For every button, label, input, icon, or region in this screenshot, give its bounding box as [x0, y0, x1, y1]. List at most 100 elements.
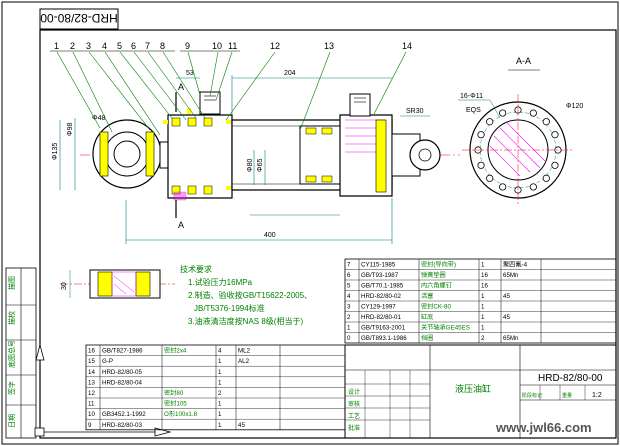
dim-48: Φ48: [92, 115, 105, 122]
dim-phi135: Φ135: [52, 143, 59, 160]
dim-phi120: Φ120: [566, 103, 583, 110]
dim-30: 30: [61, 282, 68, 290]
bom-cell-no: 3: [347, 304, 351, 311]
note-line: 1.试验压力16MPa: [188, 277, 253, 287]
bom-cell-name: 活塞: [421, 292, 433, 300]
bom-cell-code: GB/T893.1-1986: [361, 335, 407, 342]
bolt-hole: [551, 131, 559, 139]
bolt-hole: [529, 109, 537, 117]
bom-cell-name: 挡圈: [421, 334, 433, 342]
bom-cell-qty: 1: [481, 314, 485, 321]
bom-cell-qty: 16: [481, 283, 488, 290]
bom-cell-no: 2: [347, 314, 351, 321]
bom-cell-mat: 45: [238, 422, 245, 429]
bom-cell-qty: 2: [481, 335, 485, 342]
bom-cell-code: GB/T9163-2001: [361, 325, 406, 332]
bolt-hole: [486, 174, 494, 182]
bom-cell-qty: 1: [218, 358, 222, 365]
bom-cell-name: 密封105: [164, 400, 187, 408]
balloon-5: 5: [117, 41, 122, 51]
bom-cell-mat: 65Mn: [503, 272, 519, 279]
bom-cell-code: G-P: [102, 358, 113, 365]
balloon-10: 10: [212, 41, 222, 51]
piston: [299, 125, 341, 185]
bom-cell-no: 4: [347, 293, 351, 300]
balloon-14: 14: [402, 41, 412, 51]
bom-cell-qty: 1: [218, 411, 222, 418]
side-label: 日期: [8, 414, 16, 428]
balloon-13: 13: [324, 41, 334, 51]
drawing-code: HRD-82/80-00: [538, 373, 603, 384]
bom-row: 5 GB/T70.1-1985 内六角螺钉 16: [347, 282, 488, 290]
drawing-frame: [39, 29, 617, 439]
balloon-12: 12: [270, 41, 280, 51]
bom-cell-code: HRD-82/80-02: [361, 293, 401, 300]
bom-cell-name: 缸底: [421, 313, 433, 321]
flange-hatch: [489, 121, 547, 177]
bom-cell-no: 5: [347, 283, 351, 290]
bom-cell-no: 14: [88, 369, 95, 376]
end-cap: [339, 114, 393, 197]
bom-cell-qty: 1: [481, 293, 485, 300]
bom-cell-name: 内六角螺钉: [421, 282, 452, 290]
balloon-3: 3: [86, 41, 91, 51]
rear-clevis: [391, 133, 421, 177]
axis-marker: [34, 343, 172, 437]
dim-sr30: SR30: [406, 108, 424, 115]
bom-cell-no: 9: [88, 422, 92, 429]
balloon-4: 4: [102, 41, 107, 51]
bom-cell-code: HRD-82/80-01: [361, 314, 401, 321]
side-strip: 描图 描校 底图总号 签字 日期: [5, 267, 37, 439]
title-box: [39, 8, 119, 30]
title-block: 设计 审核 工艺 批准 液压油缸 HRD-82/80-00 1:2 阶段标记 重…: [344, 344, 617, 439]
bom-cell-no: 10: [88, 411, 95, 418]
dim-eqs: EQS: [466, 107, 481, 114]
technical-notes: 技术要求 1.试验压力16MPa 2.制造、验收按GB/T15622-2005、…: [180, 264, 312, 326]
bom-cell-code: GB/T70.1-1985: [361, 283, 404, 290]
bolt-hole: [551, 161, 559, 169]
bom-cell-code: HRD-82/80-04: [102, 379, 142, 386]
cut-mark-top: A: [178, 82, 184, 92]
bom-cell-no: 16: [88, 348, 95, 355]
bom-cell-mat: AL2: [238, 358, 250, 365]
side-label: 签字: [7, 381, 16, 395]
bolt-holes: [474, 106, 562, 194]
section-label: A-A: [516, 56, 531, 66]
bolt-hole: [542, 118, 550, 126]
bom-cell-qty: 1: [218, 401, 222, 408]
part-name: 液压油缸: [455, 383, 491, 394]
bom-cell-mat: 45: [503, 293, 510, 300]
detail-view: 30: [60, 269, 175, 299]
scale-value: 1:2: [592, 392, 602, 399]
note-line: 3.油液清洁度按NAS 8级(相当于): [188, 316, 303, 326]
side-label: 底图总号: [7, 340, 16, 368]
balloon-2: 2: [70, 41, 75, 51]
title-label: 阶段标记: [522, 392, 542, 399]
bolt-hole: [477, 131, 485, 139]
bom-cell-name: 密封2x4: [164, 347, 187, 355]
bom-cell-mat: 聚四氟-4: [503, 261, 528, 269]
bom-cell-qty: 1: [481, 304, 485, 311]
bom-cell-qty: 1: [481, 325, 485, 332]
bom-cell-no: 12: [88, 390, 95, 397]
note-line: 2.制造、验收按GB/T15622-2005、: [188, 290, 312, 300]
bolt-hole: [542, 174, 550, 182]
spherical-bearing: [409, 139, 441, 171]
bolt-hole: [486, 118, 494, 126]
bom-cell-qty: 2: [218, 390, 222, 397]
dim-400: 400: [264, 232, 276, 239]
dim-204: 204: [284, 70, 296, 77]
bom-cell-qty: 16: [481, 272, 488, 279]
bom-cell-name: 弹簧垫圈: [421, 271, 446, 279]
bom-cell-name: 密封(导向带): [421, 261, 456, 269]
